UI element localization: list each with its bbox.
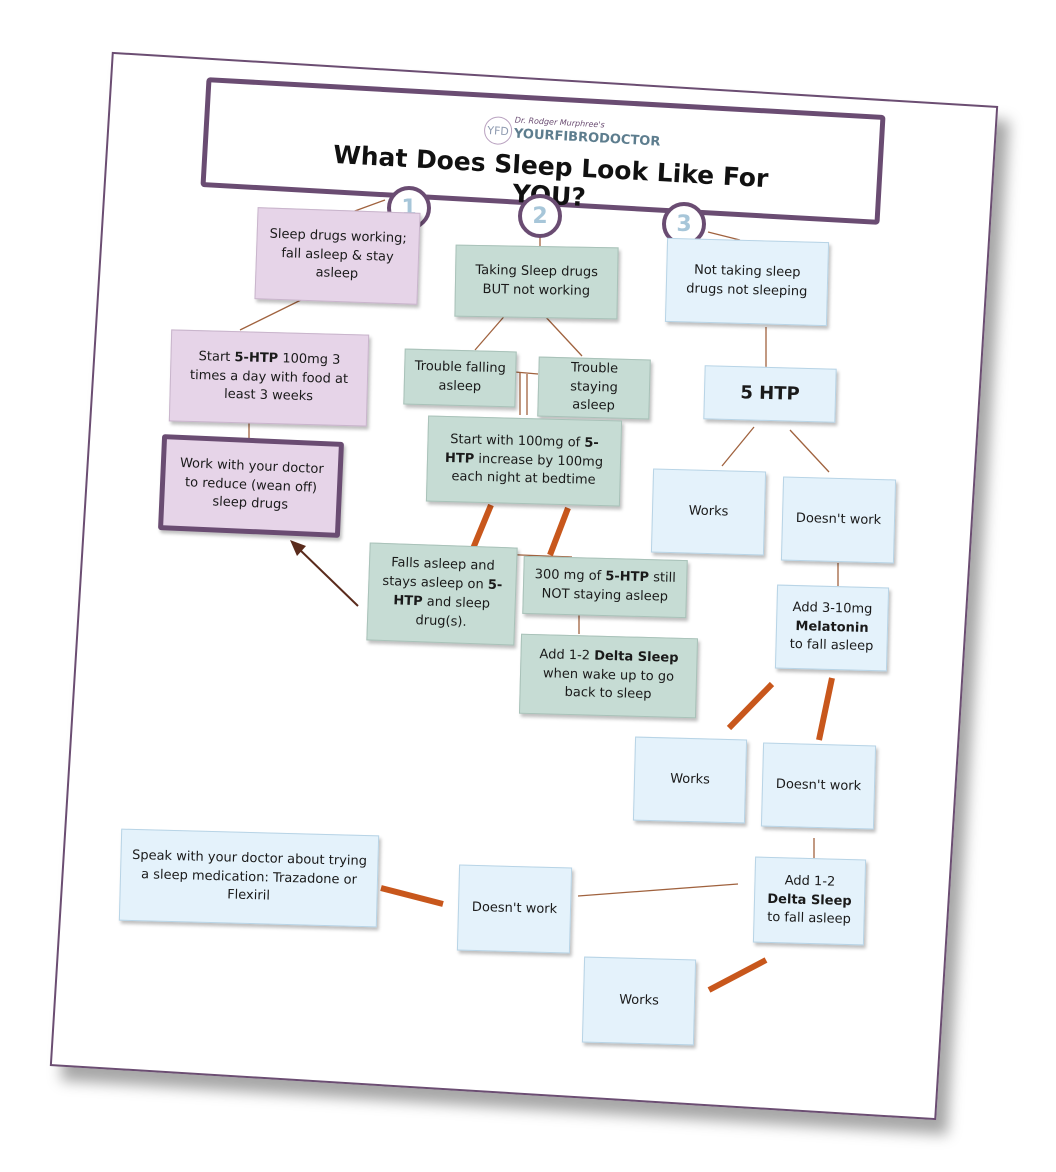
node-add-melatonin: Add 3-10mg Melatonin to fall asleep (774, 584, 890, 672)
node-label: Speak with your doctor about trying a sl… (131, 847, 368, 904)
connector-c2-bridge (514, 371, 539, 375)
node-label: Doesn't work (795, 510, 882, 528)
node-label: Start with 100mg of 5-HTP increase by 10… (444, 431, 604, 489)
node-works-1: Works (650, 468, 767, 556)
node-not-taking-sleep-drugs: Not taking sleep drugs not sleeping (664, 237, 830, 327)
connector-c3-5htp-works (721, 426, 755, 467)
node-label: Sleep drugs working; fall asleep & stay … (269, 226, 408, 283)
thick-connector-delta-works3 (707, 957, 768, 993)
node-label: Doesn't work (471, 899, 558, 917)
arrow-head (290, 540, 306, 556)
node-label: Works (669, 771, 711, 788)
node-speak-with-doctor: Speak with your doctor about trying a sl… (118, 828, 380, 928)
node-label: Add 1-2 Delta Sleep to fall asleep (767, 873, 852, 928)
node-label: Add 3-10mg Melatonin to fall asleep (789, 599, 874, 655)
column-2-badge: 2 (518, 194, 562, 238)
node-doesnt-work-2: Doesn't work (760, 742, 877, 830)
node-falls-asleep-on-5htp: Falls asleep and stays asleep on 5-HTP a… (366, 542, 518, 646)
connector-c2-top-staying (542, 313, 583, 357)
node-label: Taking Sleep drugs BUT not working (475, 263, 599, 299)
node-wean-off-sleep-drugs: Work with your doctor to reduce (wean of… (157, 434, 345, 538)
node-sleep-drugs-not-working: Taking Sleep drugs BUT not working (454, 244, 619, 320)
node-label: Not taking sleep drugs not sleeping (686, 262, 808, 300)
arrow-falls-to-wean (297, 547, 359, 607)
thick-connector-start-falls (469, 503, 494, 553)
node-label: Work with your doctor to reduce (wean of… (179, 455, 325, 514)
connector-c1-top-5htp (239, 297, 306, 331)
node-label: Add 1-2 Delta Sleep when wake up to go b… (539, 646, 679, 703)
node-label: Works (688, 503, 729, 520)
node-trouble-falling-asleep: Trouble falling asleep (403, 348, 517, 408)
node-label: 5 HTP (740, 382, 800, 405)
node-5-htp: 5 HTP (703, 365, 837, 423)
node-label: Falls asleep and stays asleep on 5-HTP a… (382, 555, 503, 630)
node-start-5htp-3-weeks: Start 5-HTP 100mg 3 times a day with foo… (168, 329, 370, 427)
connector-c3-5htp-doesnt (789, 429, 830, 473)
node-delta-sleep-go-back: Add 1-2 Delta Sleep when wake up to go b… (518, 633, 699, 719)
connector-c2-top-falling (474, 311, 509, 351)
node-works-2: Works (632, 736, 748, 824)
node-label: Trouble falling asleep (414, 358, 507, 395)
node-works-3: Works (581, 956, 697, 1046)
thick-connector-melatonin-works (726, 681, 775, 731)
node-add-delta-sleep: Add 1-2 Delta Sleep to fall asleep (752, 856, 867, 946)
node-sleep-drugs-working: Sleep drugs working; fall asleep & stay … (254, 207, 421, 305)
node-doesnt-work-3: Doesn't work (456, 864, 573, 954)
node-label: Doesn't work (775, 776, 862, 794)
node-label: Start 5-HTP 100mg 3 times a day with foo… (189, 348, 349, 405)
node-300mg-still-not-sleeping: 300 mg of 5-HTP still NOT staying asleep (522, 555, 688, 619)
node-label: Works (618, 992, 660, 1009)
node-doesnt-work-1: Doesn't work (780, 476, 897, 564)
node-trouble-staying-asleep: Trouble staying asleep (537, 356, 651, 420)
node-start-100mg-5htp: Start with 100mg of 5-HTP increase by 10… (425, 415, 623, 507)
thick-connector-start-300 (547, 506, 571, 557)
thick-connector-melatonin-doesnt (816, 677, 835, 741)
node-label: Trouble staying asleep (570, 360, 619, 414)
connector-c3-circle-top (707, 231, 741, 241)
node-label: 300 mg of 5-HTP still NOT staying asleep (534, 567, 677, 605)
connector-c3-delta-doesnt3 (577, 883, 739, 897)
thick-connector-doesnt3-doctor (380, 885, 444, 907)
